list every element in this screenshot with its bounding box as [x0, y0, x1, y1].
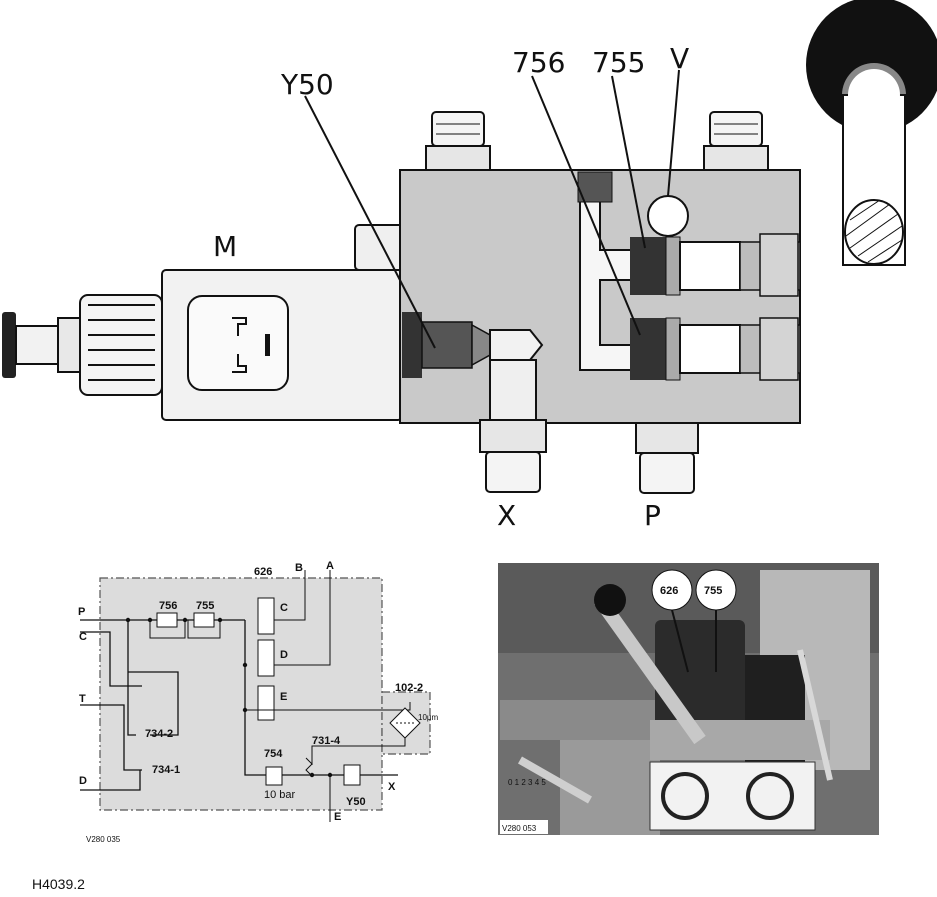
schem-756: 756: [159, 600, 177, 612]
schem-ref: V280 035: [86, 835, 121, 844]
label-x: X: [497, 499, 516, 532]
schem-c-right: C: [280, 602, 288, 614]
schem-734-2: 734-2: [145, 728, 173, 740]
figure-code: H4039.2: [32, 876, 85, 892]
photo-755: 755: [704, 585, 722, 597]
schem-filter-mark: 10μm: [418, 713, 439, 722]
knurled-nut: [79, 294, 163, 396]
hydraulic-schematic: 626 B A P C T D 756 755 C D E 102-2 734-…: [78, 560, 439, 844]
label-756: 756: [512, 46, 565, 79]
schem-626: 626: [254, 566, 272, 578]
bottom-fitting-x: [479, 359, 547, 493]
photo-panel: 626 755 V280 053 0 1 2 3 4 5: [498, 563, 879, 835]
schem-x: X: [388, 781, 396, 793]
cartridge-755: [630, 233, 801, 297]
schem-d-left: D: [79, 775, 87, 787]
valve-block-drawing: Y50 756 755 V M X P: [2, 0, 937, 532]
schem-d-right: D: [280, 649, 288, 661]
schem-t: T: [79, 693, 86, 705]
label-p: P: [644, 499, 661, 532]
schem-p: P: [78, 606, 85, 618]
schem-754: 754: [264, 748, 283, 760]
lever-knob: [806, 0, 937, 266]
photo-626: 626: [660, 585, 678, 597]
schem-755: 755: [196, 600, 214, 612]
photo-scale: 0 1 2 3 4 5: [508, 778, 546, 787]
label-m: M: [213, 230, 237, 263]
schem-c-left: C: [79, 631, 87, 643]
label-y50: Y50: [280, 68, 334, 101]
label-v: V: [670, 42, 689, 75]
cartridge-756: [630, 317, 801, 381]
v-port-circle: [647, 195, 689, 237]
schem-b: B: [295, 562, 303, 574]
top-fitting-left: [425, 111, 491, 171]
schem-a: A: [326, 560, 334, 572]
bottom-fitting-p: [635, 422, 699, 494]
top-fitting-right: [703, 111, 769, 171]
schem-731-4: 731-4: [312, 735, 341, 747]
photo-ref: V280 053: [502, 824, 537, 833]
label-755: 755: [592, 46, 645, 79]
schem-e-bottom: E: [334, 811, 341, 823]
solenoid-connector: [187, 295, 289, 391]
schem-y50: Y50: [346, 796, 366, 808]
schem-102-2: 102-2: [395, 682, 423, 694]
schem-10-bar: 10 bar: [264, 789, 296, 801]
schem-734-1: 734-1: [152, 764, 180, 776]
schem-e-right: E: [280, 691, 287, 703]
